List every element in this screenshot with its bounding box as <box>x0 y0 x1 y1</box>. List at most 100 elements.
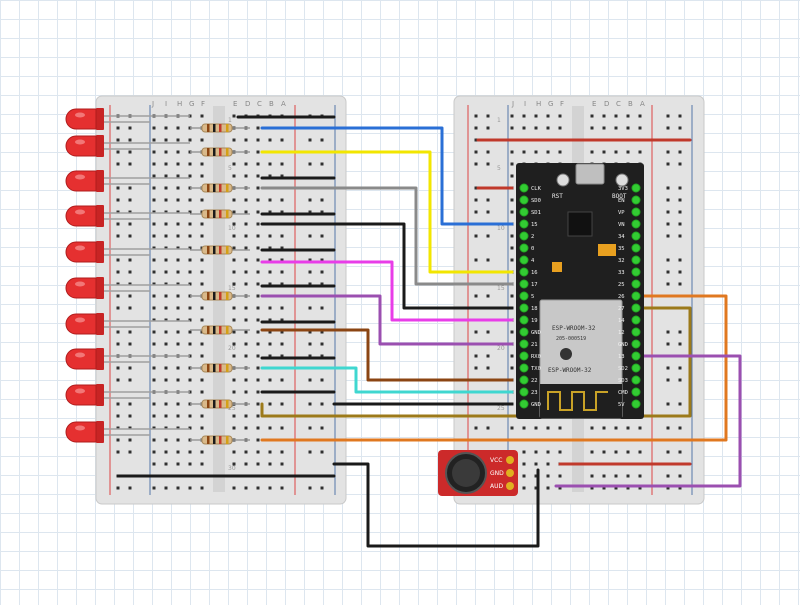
rail-hole <box>128 426 132 430</box>
led-flange <box>96 170 104 192</box>
hole <box>200 342 204 346</box>
hole <box>602 426 606 430</box>
rail-hole <box>116 294 120 298</box>
wire-orange <box>260 294 728 442</box>
rail-hole <box>116 306 120 310</box>
resistor-band <box>219 400 222 408</box>
rail-hole <box>116 450 120 454</box>
resistor-band <box>226 400 229 408</box>
hole <box>200 462 204 466</box>
header-pin-right <box>631 219 641 229</box>
rail-hole <box>308 306 312 310</box>
pin-label: 32 <box>618 258 625 264</box>
hole <box>638 150 642 154</box>
hole <box>256 462 260 466</box>
header-pin-left <box>519 327 529 337</box>
resistor-band <box>219 124 222 132</box>
rail-hole <box>128 366 132 370</box>
resistor-band <box>213 124 216 132</box>
rail-hole <box>128 294 132 298</box>
header-pin-left <box>519 291 529 301</box>
hole <box>152 198 156 202</box>
pin-label: SD3 <box>618 378 628 384</box>
rail-hole <box>116 330 120 334</box>
hole <box>256 426 260 430</box>
rail-hole <box>474 126 478 130</box>
boot-label: BOOT <box>612 193 627 200</box>
resistor-band <box>219 210 222 218</box>
rail-hole <box>308 270 312 274</box>
pin-label: 21 <box>531 342 538 348</box>
hole <box>244 282 248 286</box>
hole <box>256 150 260 154</box>
rail-hole <box>128 306 132 310</box>
rail-hole <box>116 270 120 274</box>
hole <box>280 258 284 262</box>
wire-black-mic <box>332 462 540 548</box>
hole <box>280 330 284 334</box>
rail-hole <box>474 186 478 190</box>
rail-hole <box>678 234 682 238</box>
hole <box>280 342 284 346</box>
hole <box>188 246 192 250</box>
rail-hole <box>486 426 490 430</box>
leds <box>65 108 190 443</box>
led-flange <box>96 108 104 130</box>
hole <box>256 342 260 346</box>
hole <box>200 162 204 166</box>
hole <box>638 474 642 478</box>
antenna <box>540 384 622 418</box>
hole <box>188 138 192 142</box>
header-pin-left <box>519 243 529 253</box>
rail-hole <box>666 366 670 370</box>
hole <box>232 390 236 394</box>
pin-label: 26 <box>618 294 625 300</box>
rail-hole <box>116 126 120 130</box>
header-pin-right <box>631 303 641 313</box>
pin-label: 0 <box>531 246 534 252</box>
hole <box>268 426 272 430</box>
rail-hole <box>308 162 312 166</box>
rail-hole <box>486 234 490 238</box>
rail-hole <box>666 486 670 490</box>
rail-hole <box>678 366 682 370</box>
red-led <box>65 421 97 443</box>
hole <box>522 126 526 130</box>
resistors <box>190 123 250 445</box>
hole <box>280 234 284 238</box>
rail-hole <box>474 150 478 154</box>
hole <box>510 198 514 202</box>
rail-hole <box>678 342 682 346</box>
hole <box>188 342 192 346</box>
hole <box>510 150 514 154</box>
rail-hole <box>678 210 682 214</box>
rail-hole <box>308 198 312 202</box>
rail-hole <box>320 234 324 238</box>
resistor-band <box>219 246 222 254</box>
rail-hole <box>320 282 324 286</box>
header-pin-left <box>519 363 529 373</box>
rail-hole <box>116 138 120 142</box>
hole <box>176 186 180 190</box>
hole <box>244 258 248 262</box>
hole <box>152 414 156 418</box>
hole <box>200 258 204 262</box>
col-letter: D <box>604 100 609 108</box>
hole <box>280 210 284 214</box>
rail-hole <box>474 330 478 334</box>
hole <box>188 258 192 262</box>
pin-label: 25 <box>618 282 625 288</box>
hole <box>280 318 284 322</box>
hole <box>546 114 550 118</box>
hole <box>176 330 180 334</box>
col-letter: B <box>269 100 274 108</box>
boot-button[interactable] <box>615 173 629 187</box>
rst-button[interactable] <box>556 173 570 187</box>
rail-hole <box>486 114 490 118</box>
breadboard-left-letters: J I H G F E D C B A <box>151 100 286 108</box>
hole <box>590 150 594 154</box>
rail-hole <box>666 222 670 226</box>
hole <box>256 390 260 394</box>
pin-label: 15 <box>531 222 538 228</box>
hole <box>200 378 204 382</box>
